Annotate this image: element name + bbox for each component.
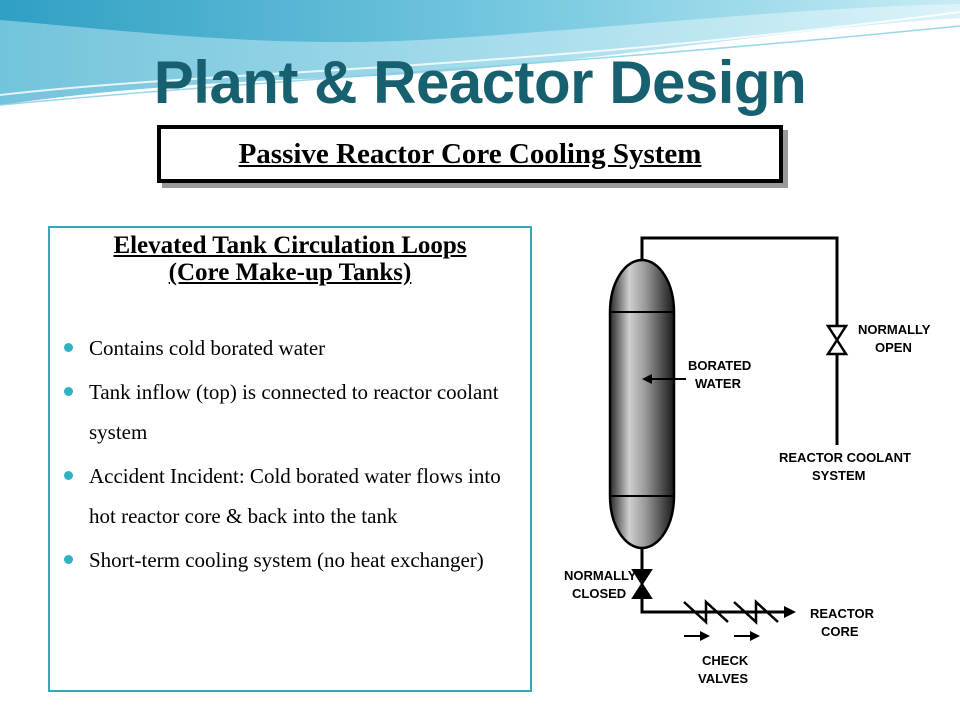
check-valve-icon (733, 599, 779, 641)
label-borated-water: WATER (695, 376, 742, 391)
label-check-valves: CHECK (702, 653, 749, 668)
text-panel: Elevated Tank Circulation Loops (Core Ma… (48, 226, 532, 692)
label-check-valves: VALVES (698, 671, 748, 686)
bullet-item: Accident Incident: Cold borated water fl… (62, 456, 517, 536)
label-borated-water: BORATED (688, 358, 751, 373)
bullet-text: Short-term cooling system (no heat excha… (89, 548, 484, 572)
panel-heading-line-2: (Core Make-up Tanks) (168, 259, 412, 286)
normally-closed-valve-icon (631, 569, 653, 599)
bullet-item: Contains cold borated water (62, 328, 517, 368)
bullet-dot-icon (64, 471, 73, 480)
label-normally-open: OPEN (875, 340, 912, 355)
panel-heading: Elevated Tank Circulation Loops (Core Ma… (50, 232, 530, 286)
bullet-text: Tank inflow (top) is connected to reacto… (89, 380, 499, 444)
bullet-text: Accident Incident: Cold borated water fl… (89, 464, 501, 528)
check-valve-icon (683, 599, 729, 641)
bullet-list: Contains cold borated water Tank inflow … (62, 328, 517, 584)
bullet-text: Contains cold borated water (89, 336, 326, 360)
outflow-pipe (640, 548, 788, 614)
bullet-item: Tank inflow (top) is connected to reacto… (62, 372, 517, 452)
label-reactor-core: CORE (821, 624, 859, 639)
bullet-item: Short-term cooling system (no heat excha… (62, 540, 517, 580)
bullet-dot-icon (64, 343, 73, 352)
flow-arrow-icon (784, 606, 796, 618)
core-makeup-tank (608, 258, 676, 550)
label-reactor-coolant-system: REACTOR COOLANT (779, 450, 911, 465)
bullet-dot-icon (64, 555, 73, 564)
normally-open-valve-icon (825, 324, 849, 356)
slide-title: Plant & Reactor Design (153, 49, 807, 116)
panel-heading-line-1: Elevated Tank Circulation Loops (113, 232, 467, 259)
header-wave-decoration (0, 0, 960, 106)
subtitle-text: Passive Reactor Core Cooling System (238, 137, 702, 170)
label-normally-closed: NORMALLY (564, 568, 637, 583)
label-reactor-core: REACTOR (810, 606, 875, 621)
label-normally-open: NORMALLY (858, 322, 931, 337)
bullet-dot-icon (64, 387, 73, 396)
subtitle-box: Passive Reactor Core Cooling System (157, 125, 783, 183)
label-reactor-coolant-system: SYSTEM (812, 468, 865, 483)
label-normally-closed: CLOSED (572, 586, 626, 601)
borated-water-arrow-icon (642, 374, 686, 384)
